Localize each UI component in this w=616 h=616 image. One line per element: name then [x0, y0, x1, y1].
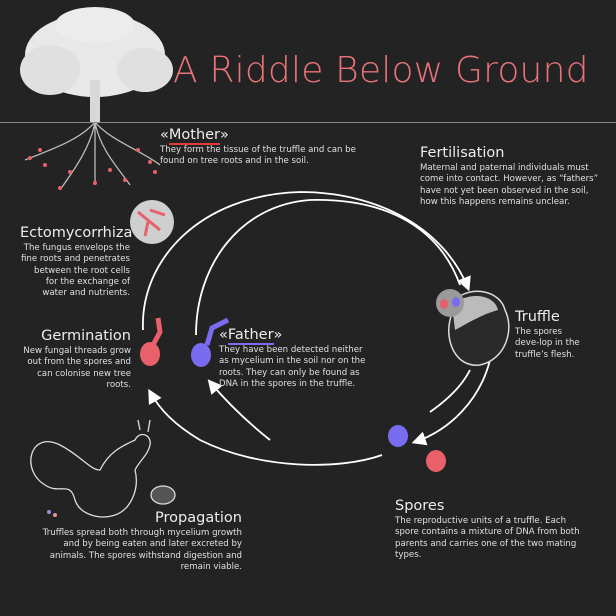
ectomycorrhiza-heading: Ectomycorrhiza: [20, 225, 133, 241]
propagation-section: Propagation Truffles spread both through…: [40, 510, 242, 573]
page-title: A Riddle Below Ground: [173, 50, 589, 91]
truffle-illustration: [436, 289, 510, 366]
spores-section: Spores The reproductive units of a truff…: [395, 498, 585, 561]
propagation-heading: Propagation: [155, 510, 242, 526]
mother-germinating-spore-icon: [140, 317, 163, 366]
germination-section: Germination New fungal threads grow out …: [15, 328, 131, 391]
father-heading-text: Father: [227, 327, 274, 345]
father-germinating-spore-icon: [191, 317, 230, 367]
father-section: «Father» They have been detected neither…: [219, 327, 369, 390]
truffle-section: Truffle The spores deve-lop in the truff…: [515, 309, 587, 361]
mother-heading: «Mother»: [160, 127, 380, 145]
truffle-heading: Truffle: [515, 309, 560, 325]
father-heading: «Father»: [219, 327, 369, 345]
quote-close: »: [273, 327, 283, 343]
father-spore-icon: [388, 425, 408, 447]
mother-body: They form the tissue of the truffle and …: [160, 145, 356, 167]
father-body: They have been detected neither as mycel…: [219, 345, 366, 389]
germination-body: New fungal threads grow out from the spo…: [23, 346, 131, 390]
spores-heading: Spores: [395, 498, 445, 514]
ectomycorrhiza-body: The fungus envelops the fine roots and p…: [21, 243, 130, 299]
divider: [0, 122, 616, 123]
fertilisation-heading: Fertilisation: [420, 145, 505, 161]
germination-heading: Germination: [41, 328, 131, 344]
cycle-arrows: [142, 191, 491, 466]
spores-body: The reproductive units of a truffle. Eac…: [395, 516, 580, 560]
mother-heading-text: Mother: [168, 127, 221, 145]
squirrel-illustration: [30, 419, 176, 518]
fertilisation-section: Fertilisation Maternal and paternal indi…: [420, 145, 600, 208]
quote-open: «: [219, 327, 228, 343]
mother-spore-icon: [426, 450, 446, 472]
propagation-body: Truffles spread both through mycelium gr…: [42, 528, 242, 572]
truffle-body: The spores deve-lop in the truffle’s fle…: [515, 327, 580, 360]
tree-illustration: [20, 7, 173, 191]
quote-close: »: [220, 127, 229, 143]
mother-section: «Mother» They form the tissue of the tru…: [160, 127, 380, 168]
fertilisation-body: Maternal and paternal individuals must c…: [420, 163, 599, 207]
quote-open: «: [160, 127, 169, 143]
ectomycorrhiza-magnifier-icon: [130, 200, 174, 244]
ectomycorrhiza-section: Ectomycorrhiza The fungus envelops the f…: [20, 225, 133, 299]
